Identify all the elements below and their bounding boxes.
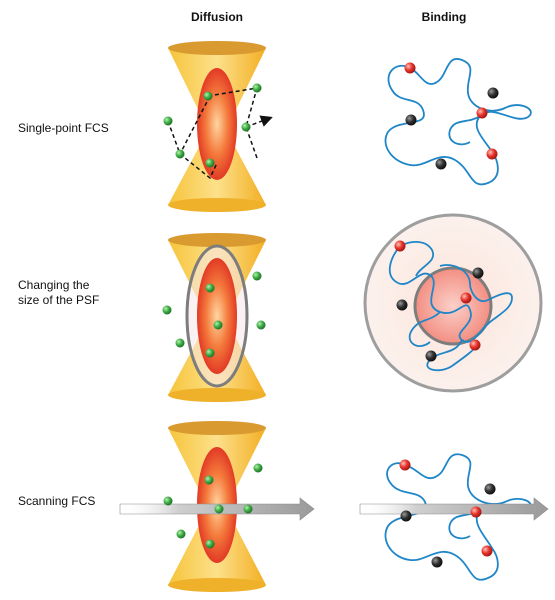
chromatin-fiber xyxy=(399,241,477,372)
free-particle xyxy=(472,267,484,279)
free-particle xyxy=(484,483,496,495)
cone-bottom-rim xyxy=(168,578,266,592)
binding-panel-row2 xyxy=(363,213,543,393)
scan-direction-arrow xyxy=(359,497,549,521)
diffusing-particle xyxy=(203,91,213,101)
diffusing-particle xyxy=(205,283,215,293)
diffusing-particle xyxy=(252,271,262,281)
free-particle xyxy=(405,114,417,126)
trajectory-line xyxy=(167,120,218,180)
free-particle xyxy=(396,299,408,311)
cone-bottom-rim xyxy=(168,388,266,402)
row-label-single-point-fcs: Single-point FCS xyxy=(18,121,109,136)
bound-particle xyxy=(469,339,481,351)
diffusing-particle xyxy=(241,122,251,132)
bound-particle xyxy=(470,506,482,518)
row-label-line: Single-point FCS xyxy=(18,121,109,135)
diffusing-particle xyxy=(175,338,185,348)
binding-panel-row1 xyxy=(384,58,532,186)
diffusing-particle xyxy=(213,320,223,330)
diffusing-particle xyxy=(204,475,214,485)
focal-volume xyxy=(197,258,237,374)
free-particle xyxy=(425,350,437,362)
diffusing-particle xyxy=(163,116,173,126)
diffusing-particle xyxy=(205,158,215,168)
bound-particle xyxy=(394,240,406,252)
chromatin-fiber xyxy=(448,115,481,146)
row-label-line: Changing the xyxy=(18,278,90,292)
row-label-scanning-fcs: Scanning FCS xyxy=(18,494,95,509)
row-label-line: Scanning FCS xyxy=(18,494,96,508)
chromatin-fiber xyxy=(388,245,513,343)
bound-particle xyxy=(476,107,488,119)
free-particle xyxy=(487,87,499,99)
bound-particle xyxy=(481,545,493,557)
focal-volume xyxy=(197,68,237,180)
cone-bottom-rim xyxy=(168,198,266,212)
diffusing-particle xyxy=(252,83,262,93)
row-label-changing-psf: Changing the size of the PSF xyxy=(18,278,99,308)
cone-top-rim xyxy=(168,233,266,247)
diffusing-particle xyxy=(175,149,185,159)
trajectory-line xyxy=(179,95,211,155)
diffusing-particle xyxy=(176,529,186,539)
diffusing-particle xyxy=(243,504,253,514)
free-particle xyxy=(400,510,412,522)
free-particle xyxy=(431,556,443,568)
diffusion-panel-row3 xyxy=(119,421,315,592)
diffusion-panel-row2 xyxy=(162,233,266,402)
bound-particle xyxy=(404,62,416,74)
diffusing-particle xyxy=(162,305,172,315)
diffusing-particle xyxy=(205,539,215,549)
diffusing-particle xyxy=(205,348,215,358)
binding-panel-row3 xyxy=(359,453,549,581)
diffusing-particle xyxy=(253,463,263,473)
bound-particle xyxy=(486,148,498,160)
diffusing-particle xyxy=(214,504,224,514)
diffusion-panel-row1 xyxy=(163,41,273,212)
free-particle xyxy=(435,158,447,170)
diffusing-particle xyxy=(256,320,266,330)
diffusion-column-header: Diffusion xyxy=(191,10,243,24)
trajectory-line xyxy=(207,87,259,159)
bound-particle xyxy=(399,459,411,471)
cone-top-rim xyxy=(168,41,266,55)
diffusing-particle xyxy=(163,496,173,506)
trajectory-arrow xyxy=(245,115,273,128)
binding-column-header: Binding xyxy=(421,10,467,24)
bound-particle xyxy=(460,292,472,304)
row-label-line: size of the PSF xyxy=(18,293,100,307)
cone-top-rim xyxy=(168,421,266,435)
